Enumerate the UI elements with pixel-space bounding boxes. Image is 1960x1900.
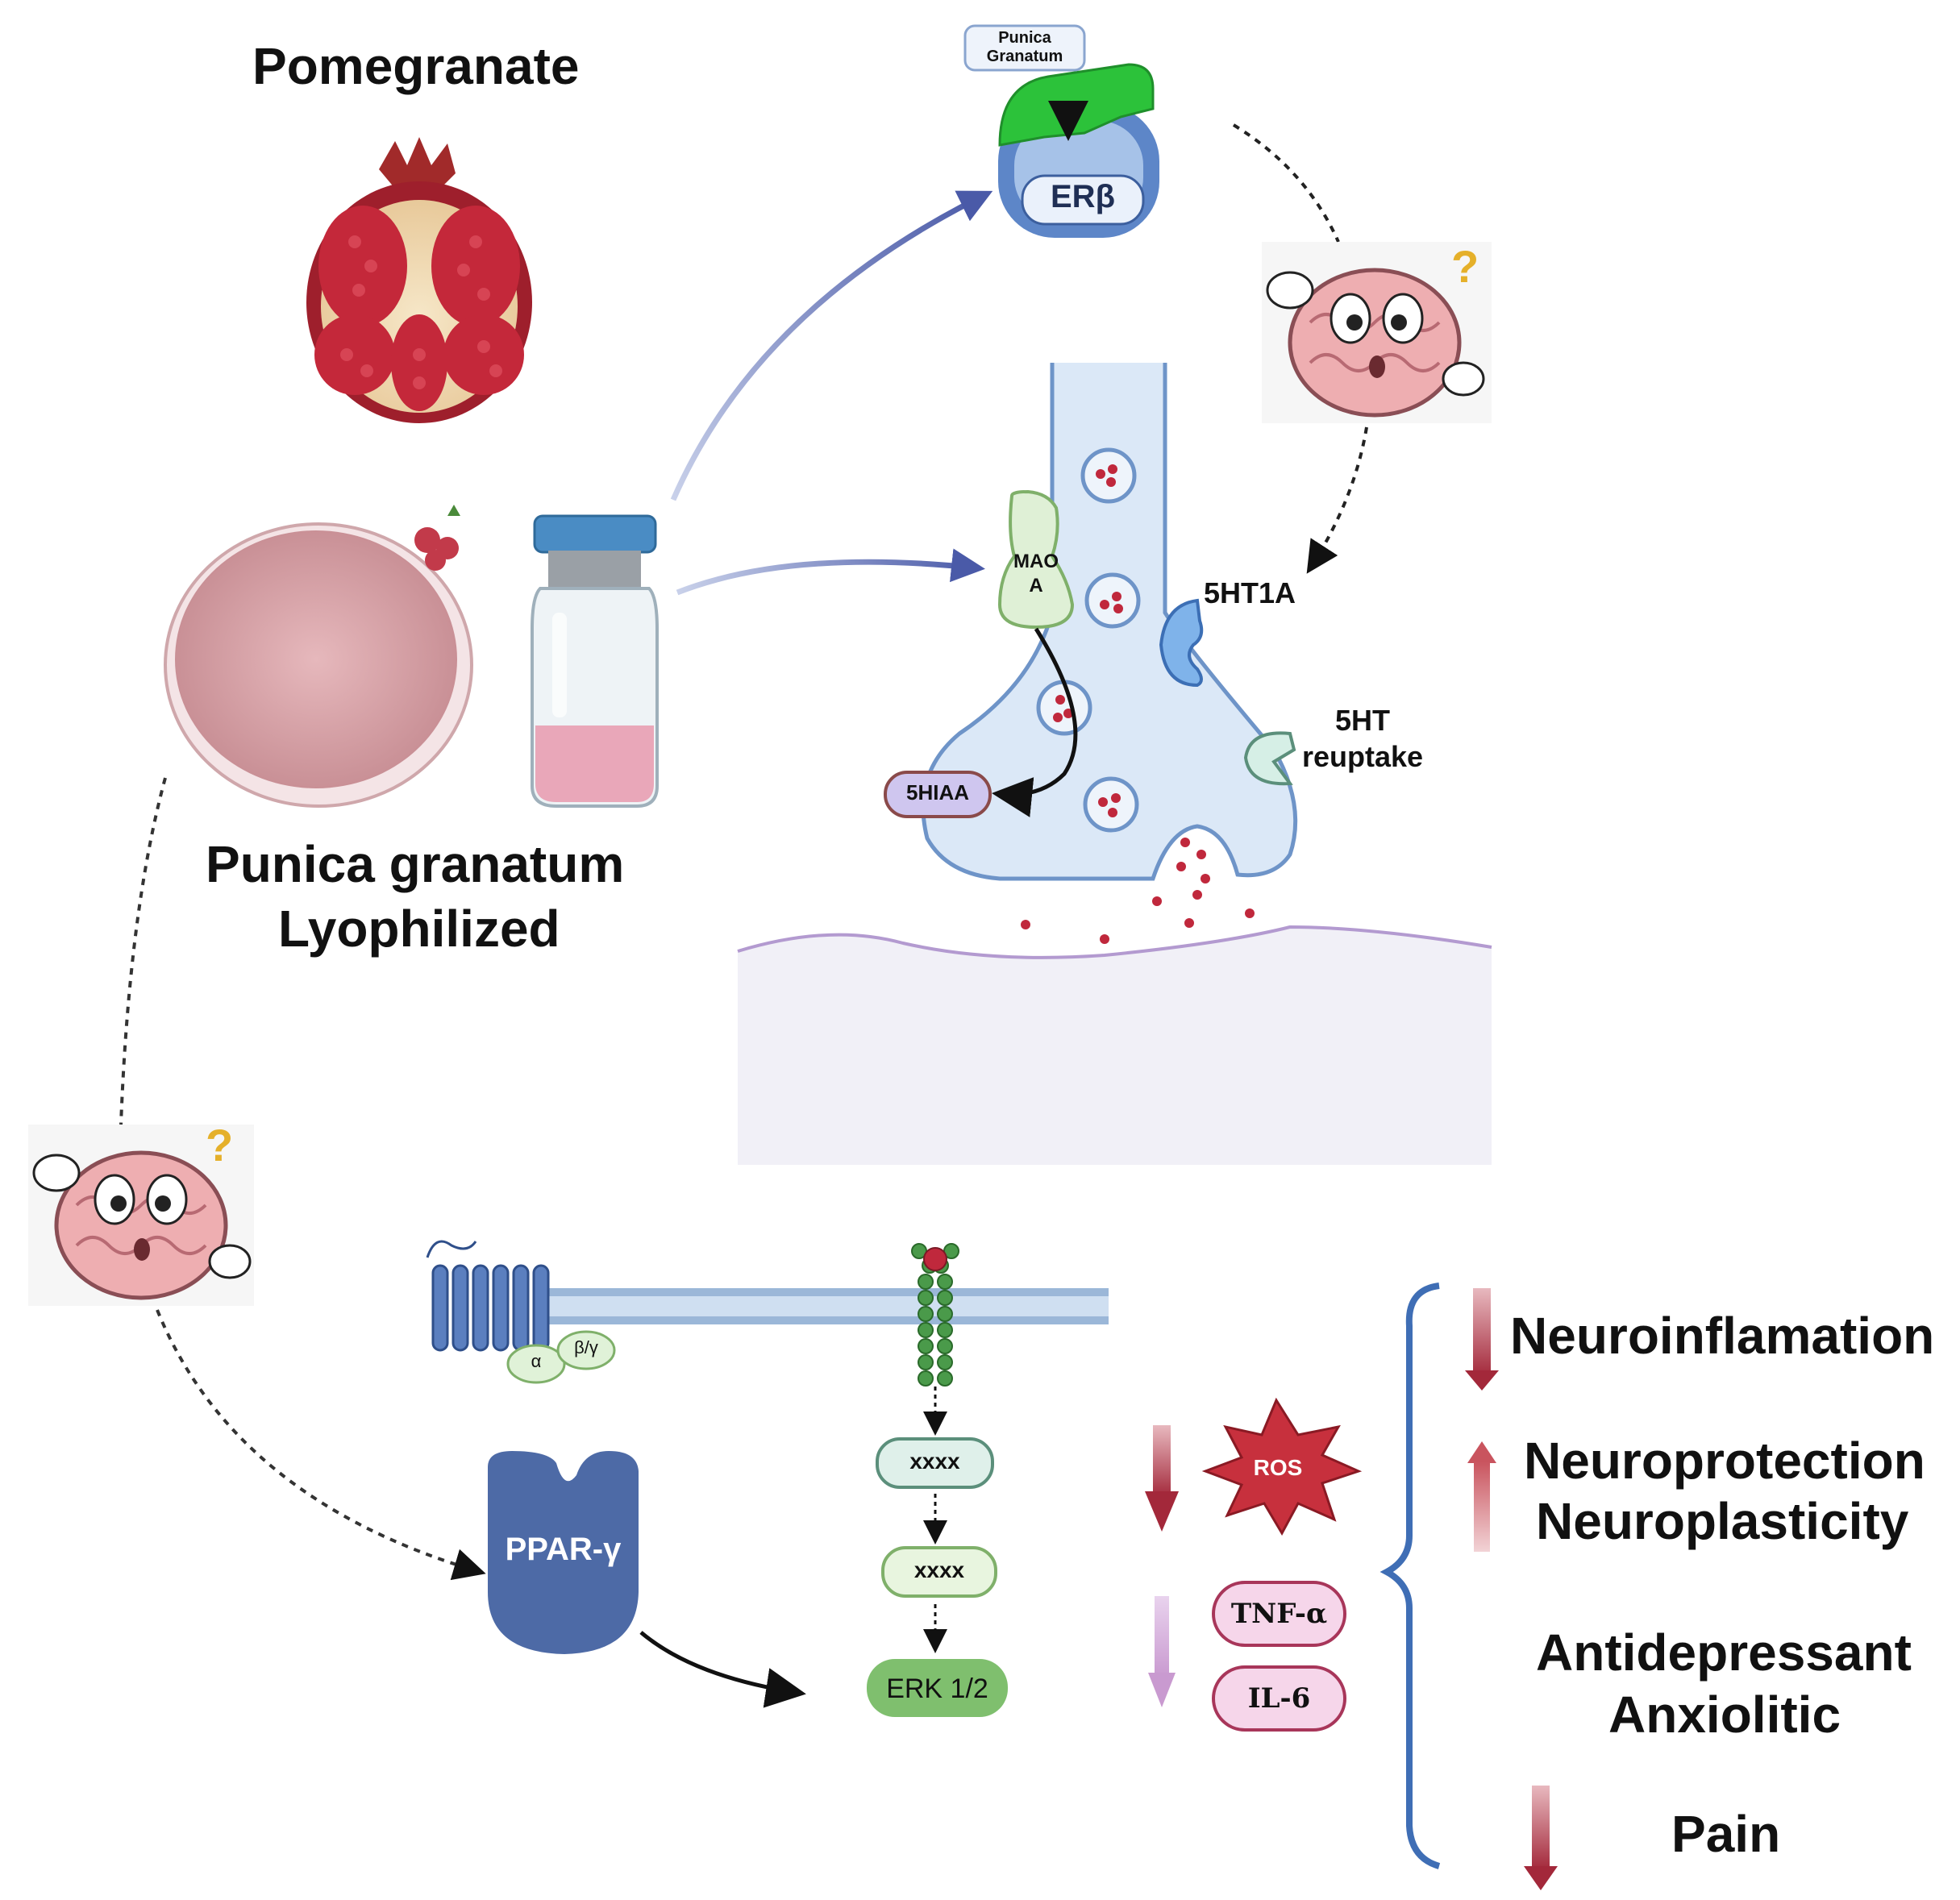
effect-neuroinflammation: Neuroinflamation <box>1510 1307 1935 1365</box>
svg-text:?: ? <box>206 1120 233 1170</box>
effect-pain: Pain <box>1671 1805 1781 1863</box>
vesicle <box>1084 572 1141 629</box>
receptor-tag-line1: Punica <box>998 29 1051 47</box>
petri-dish-icon <box>164 505 473 808</box>
arrow-vial-to-erb <box>670 190 993 501</box>
gpcr-receptor <box>426 1240 550 1352</box>
ros-burst <box>1201 1397 1363 1536</box>
dashed-arrow-erb-to-brain <box>1232 123 1340 243</box>
5hiaa-pill <box>884 771 992 818</box>
product-title-line2: Lyophilized <box>278 900 560 958</box>
arrow-vial-to-mao <box>676 548 985 596</box>
5ht1a-receptor <box>1159 598 1204 688</box>
effect-neuroprotection: Neuroprotection <box>1524 1432 1925 1490</box>
g-betagamma-subunit <box>556 1330 616 1370</box>
dashed-arrow-brain-to-5ht1a <box>1306 426 1368 574</box>
dashed-arrow-brain-to-ppar <box>156 1309 486 1581</box>
cascade-step-1-label: xxxx <box>909 1449 960 1474</box>
er-beta-receptor <box>963 24 1159 238</box>
erk-box <box>867 1659 1008 1717</box>
cascade-step-2-label: xxxx <box>913 1557 965 1582</box>
vesicles <box>1036 447 1141 833</box>
vial-icon <box>531 514 659 808</box>
effects-bracket <box>1379 1283 1441 1869</box>
reuptake-transporter <box>1243 731 1296 786</box>
5ht1a-label: 5HT1A <box>1204 576 1296 609</box>
ppar-gamma-shape <box>488 1451 639 1654</box>
erk-label: ERK 1/2 <box>886 1673 988 1704</box>
cascade-step-1-box <box>876 1437 994 1489</box>
g-alpha-subunit <box>506 1344 566 1384</box>
effect-anxiolytic: Anxiolitic <box>1608 1686 1841 1744</box>
pomegranate-title: Pomegranate <box>252 37 580 95</box>
down-arrow-cytokines <box>1148 1596 1176 1707</box>
arrow-ppar-to-erk <box>639 1631 806 1708</box>
mao-a-enzyme <box>997 489 1075 630</box>
pomegranate-icon <box>306 137 532 423</box>
arrow-mao-to-5hiaa <box>992 627 1078 817</box>
svg-text:?: ? <box>1451 241 1479 292</box>
receptor-tag-line2: Granatum <box>986 48 1063 65</box>
reuptake-label-line1: 5HT <box>1334 704 1390 737</box>
5hiaa-label: 5HIAA <box>905 780 969 804</box>
confused-brain-icon: ? <box>28 1120 254 1306</box>
cell-membrane <box>548 1288 1109 1324</box>
vesicle <box>1083 776 1139 833</box>
down-arrow-ros <box>1145 1425 1179 1532</box>
down-arrow-neuroinflammation <box>1465 1288 1499 1391</box>
effect-neuroplasticity: Neuroplasticity <box>1536 1492 1909 1550</box>
cascade-step-2-box <box>881 1546 997 1598</box>
serotonin-molecules <box>1021 838 1255 944</box>
ros-label: ROS <box>1253 1455 1303 1480</box>
vesicle <box>1080 447 1137 504</box>
product-title-line1: Punica granatum <box>206 835 625 893</box>
mao-label-line2: A <box>1029 575 1043 597</box>
tnf-pill <box>1212 1581 1346 1647</box>
tnf-label: TNF-α <box>1230 1598 1328 1630</box>
reuptake-label-line2: reuptake <box>1301 740 1424 773</box>
er-beta-label: ERβ <box>1051 179 1115 214</box>
mao-label-line1: MAO <box>1013 551 1059 572</box>
il6-pill <box>1212 1665 1346 1732</box>
receptor-tyrosine-kinase <box>911 1243 959 1387</box>
down-arrow-pain <box>1524 1786 1558 1890</box>
effect-antidepressant: Antidepressant <box>1536 1624 1912 1682</box>
dashed-connector-dish-to-brain <box>119 777 167 1125</box>
up-arrow-neuroprotection <box>1467 1441 1496 1552</box>
vesicle <box>1036 680 1092 736</box>
il6-label: IL-6 <box>1247 1682 1311 1715</box>
ppar-label: PPAR-γ <box>505 1532 622 1567</box>
g-betagamma-label: β/γ <box>574 1337 598 1357</box>
confused-brain-icon: ? <box>1262 241 1492 423</box>
g-alpha-label: α <box>531 1351 542 1371</box>
